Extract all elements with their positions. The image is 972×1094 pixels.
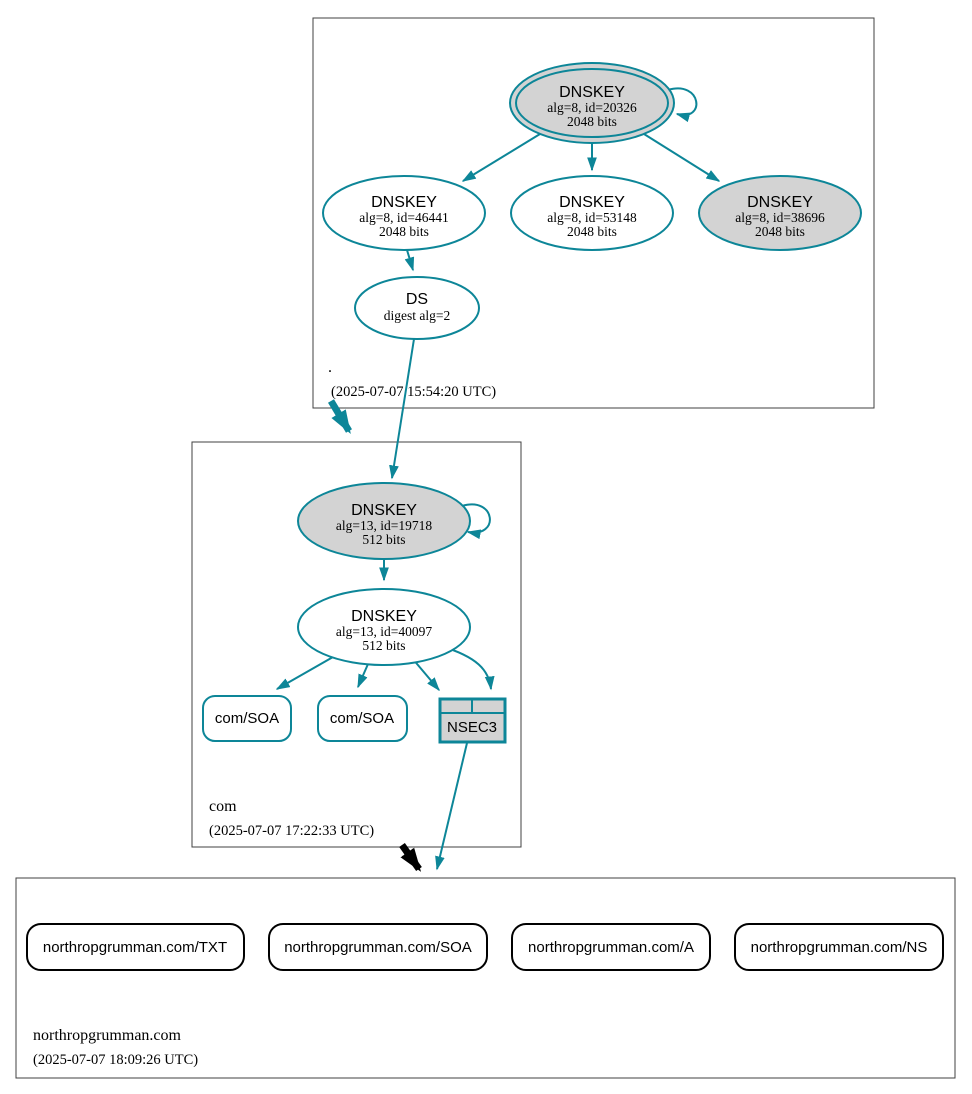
root-zsk-left-title: DNSKEY — [371, 194, 437, 211]
com-ksk-ellipse — [297, 482, 471, 560]
edge-ksk19718-self-loop — [461, 503, 491, 540]
root-ksk-outer-ellipse — [509, 62, 675, 144]
ng-soa-rect — [268, 923, 488, 971]
com-zsk-detail1: alg=13, id=40097 — [336, 624, 432, 639]
root-ksk-dnskey-node: DNSKEY alg=8, id=20326 2048 bits — [509, 62, 675, 144]
edge-ksk20326-to-dnskey46441 — [461, 133, 541, 182]
root-zone-label: . — [328, 359, 332, 376]
com-ksk-dnskey-node: DNSKEY alg=13, id=19718 512 bits — [297, 482, 471, 560]
edge-dnskey40097-to-soa2 — [357, 663, 369, 689]
ng-a-rrset-node: northropgrumman.com/A — [511, 923, 711, 971]
com-ksk-detail2: 512 bits — [362, 532, 405, 547]
com-soa-1-label: com/SOA — [215, 710, 279, 727]
com-ksk-detail1: alg=13, id=19718 — [336, 518, 432, 533]
com-ksk-title: DNSKEY — [351, 502, 417, 519]
com-soa-2-label: com/SOA — [330, 710, 394, 727]
nsec3-label: NSEC3 — [447, 719, 497, 736]
root-zsk-mid-dnskey-node: DNSKEY alg=8, id=53148 2048 bits — [510, 175, 674, 251]
com-soa-1-rect — [202, 695, 292, 742]
ds-ellipse — [354, 276, 480, 340]
root-zsk-mid-detail2: 2048 bits — [567, 224, 617, 239]
root-zsk-mid-title: DNSKEY — [559, 194, 625, 211]
com-zone-label: com — [209, 798, 237, 815]
com-zone-timestamp: (2025-07-07 17:22:33 UTC) — [209, 823, 374, 839]
root-ds-node: DS digest alg=2 — [354, 276, 480, 340]
ng-soa-rrset-node: northropgrumman.com/SOA — [268, 923, 488, 971]
root-zone-border — [312, 17, 875, 409]
root-zsk-right-title: DNSKEY — [747, 194, 813, 211]
root-ksk-inner-ellipse — [515, 68, 669, 138]
ng-zone-timestamp: (2025-07-07 18:09:26 UTC) — [33, 1052, 198, 1068]
root-zsk-mid-ellipse — [510, 175, 674, 251]
com-zsk-detail2: 512 bits — [362, 638, 405, 653]
root-zsk-right-detail2: 2048 bits — [755, 224, 805, 239]
ng-txt-rect — [26, 923, 245, 971]
root-zsk-left-dnskey-node: DNSKEY alg=8, id=46441 2048 bits — [322, 175, 486, 251]
edge-ksk20326-self-loop — [667, 87, 698, 123]
delegation-arrow-root-to-com — [327, 399, 353, 435]
com-zone-border — [191, 441, 522, 848]
root-zsk-right-dnskey-node: DNSKEY alg=8, id=38696 2048 bits — [698, 175, 862, 251]
root-zsk-left-detail2: 2048 bits — [379, 224, 429, 239]
root-zsk-right-detail1: alg=8, id=38696 — [735, 210, 825, 225]
ng-txt-label: northropgrumman.com/TXT — [43, 939, 227, 956]
ng-a-label: northropgrumman.com/A — [528, 939, 694, 956]
edge-dnskey40097-to-soa1 — [275, 656, 334, 690]
edge-ksk20326-to-dnskey38696 — [643, 133, 721, 182]
edge-dnskey40097-to-nsec3-left — [411, 657, 440, 692]
root-zsk-left-ellipse — [322, 175, 486, 251]
ng-soa-label: northropgrumman.com/SOA — [284, 939, 472, 956]
com-nsec3-node: NSEC3 — [438, 697, 507, 744]
com-soa-2-rect — [317, 695, 408, 742]
ds-title: DS — [406, 291, 428, 308]
ng-ns-rect — [734, 923, 944, 971]
ng-zone-label: northropgrumman.com — [33, 1027, 182, 1044]
delegation-arrow-com-to-northropgrumman-insecure — [399, 842, 422, 872]
com-soa-rrset-node-2: com/SOA — [317, 695, 408, 742]
com-zsk-ellipse — [297, 588, 471, 666]
root-zsk-mid-detail1: alg=8, id=53148 — [547, 210, 637, 225]
edge-nsec3-to-northropgrumman — [435, 742, 468, 871]
root-ksk-detail1: alg=8, id=20326 — [547, 100, 637, 115]
root-ksk-detail2: 2048 bits — [567, 114, 617, 129]
ds-detail1: digest alg=2 — [384, 308, 450, 323]
root-zsk-left-detail1: alg=8, id=46441 — [359, 210, 448, 225]
ng-ns-rrset-node: northropgrumman.com/NS — [734, 923, 944, 971]
ng-a-rect — [511, 923, 711, 971]
root-ksk-title: DNSKEY — [559, 84, 625, 101]
northropgrumman-zone-border — [15, 877, 956, 1079]
edge-dnskey46441-to-ds — [404, 249, 415, 272]
ng-txt-rrset-node: northropgrumman.com/TXT — [26, 923, 245, 971]
root-zsk-right-ellipse — [698, 175, 862, 251]
ng-ns-label: northropgrumman.com/NS — [751, 939, 928, 956]
com-zsk-dnskey-node: DNSKEY alg=13, id=40097 512 bits — [297, 588, 471, 666]
com-soa-rrset-node-1: com/SOA — [202, 695, 292, 742]
edge-ds-to-com-ksk — [389, 338, 415, 480]
com-zsk-title: DNSKEY — [351, 608, 417, 625]
root-zone-timestamp: (2025-07-07 15:54:20 UTC) — [331, 384, 496, 400]
